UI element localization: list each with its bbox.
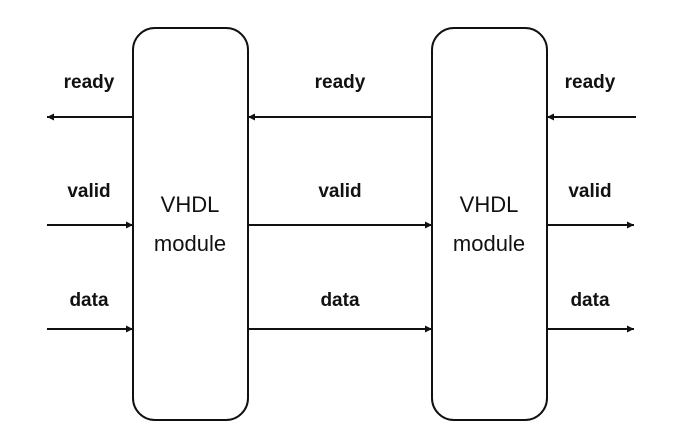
module-1-label-line2: module (154, 231, 226, 256)
middle-ready-label: ready (315, 72, 366, 93)
vhdl-module-box-2 (431, 27, 548, 421)
left-valid-label: valid (67, 181, 110, 202)
right-ready-label: ready (565, 72, 616, 93)
vhdl-module-box-1 (132, 27, 249, 421)
left-ready-label: ready (64, 72, 115, 93)
middle-data-label: data (320, 290, 360, 311)
module-2-label-line2: module (453, 231, 525, 256)
left-data-label: data (69, 290, 109, 311)
module-2-label-line1: VHDL (460, 192, 519, 217)
right-data-label: data (570, 290, 610, 311)
module-1-label-line1: VHDL (161, 192, 220, 217)
middle-valid-label: valid (318, 181, 361, 202)
right-valid-label: valid (568, 181, 611, 202)
